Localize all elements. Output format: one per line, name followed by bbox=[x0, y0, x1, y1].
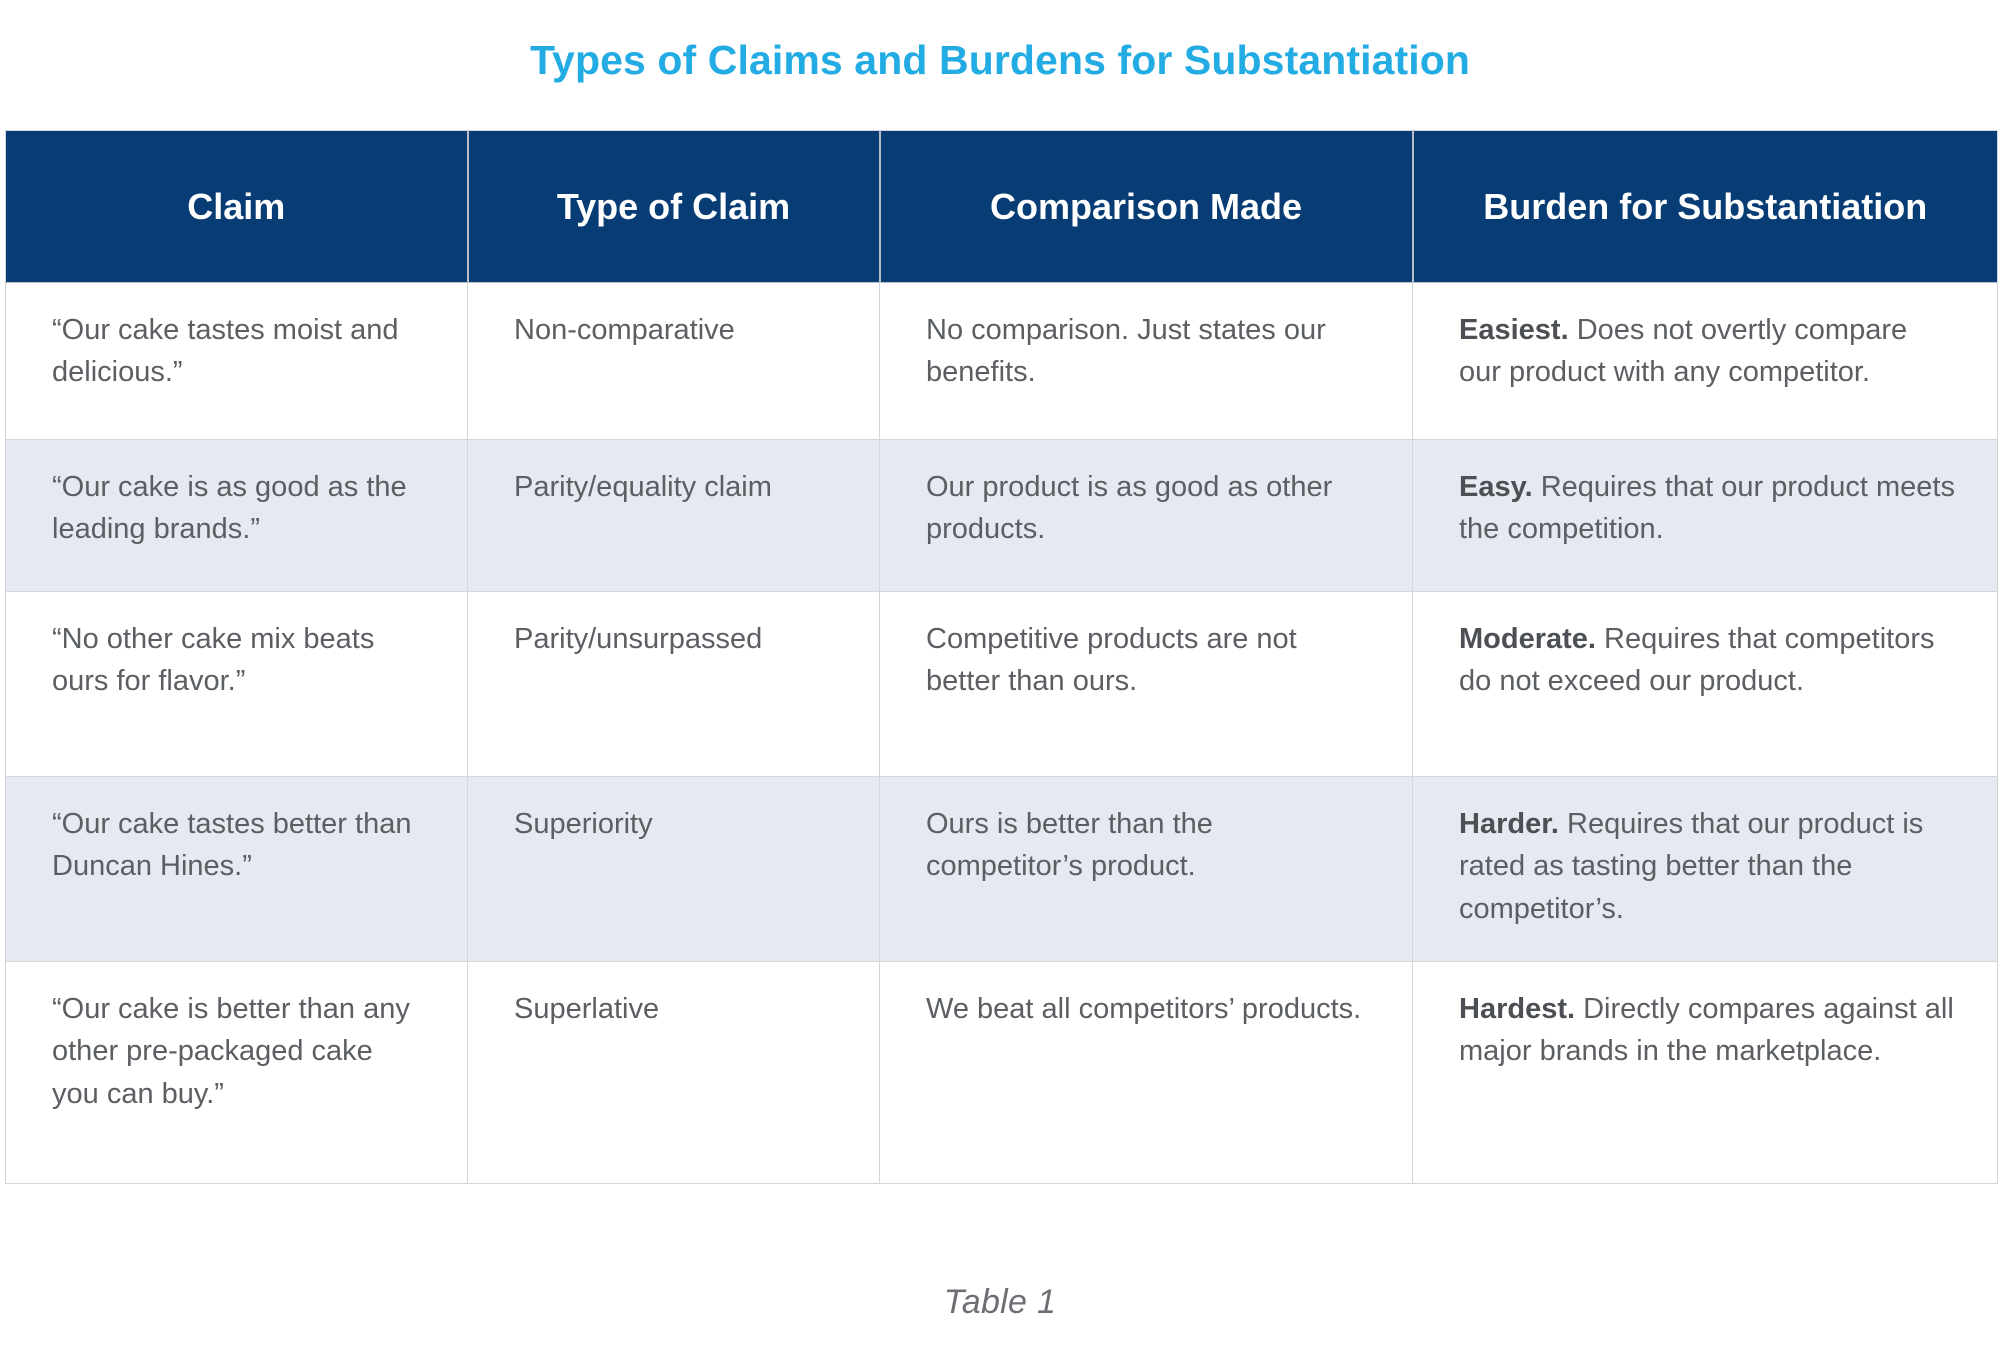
cell-burden: Moderate. Requires that competitors do n… bbox=[1412, 591, 1998, 777]
table-row: “Our cake tastes better than Duncan Hine… bbox=[5, 776, 1998, 962]
column-header-claim: Claim bbox=[5, 130, 469, 283]
cell-comparison-made: Our product is as good as other products… bbox=[879, 439, 1413, 592]
burden-description: Requires that our product is rated as ta… bbox=[1459, 808, 1924, 925]
table-row: “Our cake tastes moist and delicious.” N… bbox=[5, 282, 1998, 440]
column-header-type-of-claim: Type of Claim bbox=[467, 130, 881, 283]
burden-lead-word: Hardest. bbox=[1459, 993, 1576, 1025]
cell-burden: Easiest. Does not overtly compare our pr… bbox=[1412, 282, 1998, 440]
table-body: “Our cake tastes moist and delicious.” N… bbox=[5, 282, 1998, 1184]
table-header: Claim Type of Claim Comparison Made Burd… bbox=[5, 130, 1998, 283]
burden-lead-word: Harder. bbox=[1459, 808, 1559, 840]
cell-comparison-made: Competitive products are not better than… bbox=[879, 591, 1413, 777]
cell-type-of-claim: Superiority bbox=[467, 776, 880, 962]
cell-type-of-claim: Parity/equality claim bbox=[467, 439, 880, 592]
table-header-row: Claim Type of Claim Comparison Made Burd… bbox=[5, 130, 1998, 283]
burden-description: Does not overtly compare our product wit… bbox=[1459, 314, 1908, 389]
cell-type-of-claim: Parity/unsurpassed bbox=[467, 591, 880, 777]
cell-claim: “Our cake tastes moist and delicious.” bbox=[5, 282, 468, 440]
table-row: “Our cake is better than any other pre-p… bbox=[5, 961, 1998, 1184]
cell-claim: “Our cake is better than any other pre-p… bbox=[5, 961, 468, 1184]
column-header-comparison-made: Comparison Made bbox=[879, 130, 1414, 283]
cell-comparison-made: We beat all competitors’ products. bbox=[879, 961, 1413, 1184]
burden-lead-word: Easy. bbox=[1459, 471, 1533, 503]
cell-type-of-claim: Superlative bbox=[467, 961, 880, 1184]
cell-type-of-claim: Non-comparative bbox=[467, 282, 880, 440]
cell-comparison-made: No comparison. Just states our benefits. bbox=[879, 282, 1413, 440]
cell-burden: Easy. Requires that our product meets th… bbox=[1412, 439, 1998, 592]
burden-description: Directly compares against all major bran… bbox=[1459, 993, 1954, 1068]
column-header-burden: Burden for Substantiation bbox=[1412, 130, 1998, 283]
claims-table: Claim Type of Claim Comparison Made Burd… bbox=[5, 130, 1998, 1184]
cell-claim: “Our cake is as good as the leading bran… bbox=[5, 439, 468, 592]
burden-description: Requires that competitors do not exceed … bbox=[1459, 623, 1935, 698]
cell-comparison-made: Ours is better than the competitor’s pro… bbox=[879, 776, 1413, 962]
burden-lead-word: Moderate. bbox=[1459, 623, 1596, 655]
cell-burden: Harder. Requires that our product is rat… bbox=[1412, 776, 1998, 962]
table-caption: Table 1 bbox=[943, 1283, 1057, 1321]
cell-burden: Hardest. Directly compares against all m… bbox=[1412, 961, 1998, 1184]
table-row: “No other cake mix beats ours for flavor… bbox=[5, 591, 1998, 777]
cell-claim: “Our cake tastes better than Duncan Hine… bbox=[5, 776, 468, 962]
table-row: “Our cake is as good as the leading bran… bbox=[5, 439, 1998, 592]
claims-table-container: Claim Type of Claim Comparison Made Burd… bbox=[5, 130, 1998, 1184]
cell-claim: “No other cake mix beats ours for flavor… bbox=[5, 591, 468, 777]
page-title: Types of Claims and Burdens for Substant… bbox=[529, 37, 1471, 83]
burden-description: Requires that our product meets the comp… bbox=[1459, 471, 1955, 546]
burden-lead-word: Easiest. bbox=[1459, 314, 1569, 346]
